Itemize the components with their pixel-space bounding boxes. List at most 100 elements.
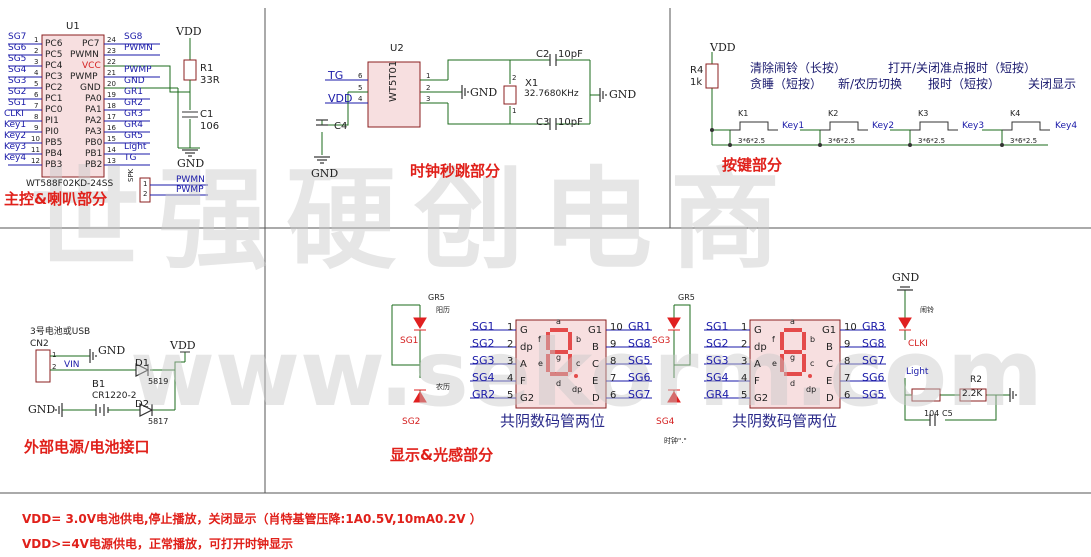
mcu-net-l6: SG2 [8,87,27,97]
power-gnd-batt: GND [28,403,56,416]
display-symbol [391,286,1017,426]
d1-ref: D1 [135,358,150,369]
mcu-num-l7: 7 [34,102,39,110]
seg-b-letter-c: c [810,359,815,368]
c2-ref: C2 [536,49,550,60]
k2-ref: K2 [828,109,839,118]
power-gnd-top: GND [98,344,126,357]
vin-net: VIN [64,360,80,370]
mcu-net-r5: GND [124,76,145,86]
disp-a-rpin-4: E [592,376,599,387]
mcu-net-l2: SG6 [8,43,27,53]
disp-b-rnum-2: 9 [844,339,851,350]
d2-ref: D2 [135,399,150,410]
mcu-num-l4: 4 [34,69,39,77]
d1-value: 5819 [148,377,169,386]
mcu-num-r3: 22 [107,58,116,66]
seg-b-letter-f: f [772,335,775,344]
rtc-pin4: 4 [358,95,363,103]
mcu-num-r6: 19 [107,91,116,99]
disp-b-rnet-4: SG6 [862,371,885,384]
c3-value: 10pF [558,117,583,128]
seg-a-letter-a: a [556,317,561,326]
disp-a-rpin-2: B [592,342,599,353]
rtc-gnd-right: GND [609,88,637,101]
mcu-net-l10: Key2 [4,131,27,141]
rtc-ref: U2 [390,43,404,54]
disp-b-num-4: 4 [741,373,748,384]
mcu-num-l12: 12 [31,157,40,165]
rtc-net-tg: TG [328,69,344,82]
mcu-net-l1: SG7 [8,32,27,42]
c2-value: 10pF [558,49,583,60]
mcu-ref: U1 [66,21,80,32]
disp-b-rpin-1: G1 [822,325,837,336]
mcu-num-l9: 9 [34,124,39,132]
mcu-num-r4: 21 [107,69,116,77]
k4-ref: K4 [1010,109,1021,118]
led-gr5-b: GR5 [678,293,695,302]
led-sg2: SG2 [402,417,421,427]
led-gr5-a: GR5 [428,293,445,302]
key-desc-announce: 报时（短按） [928,77,1001,91]
led-sg1: SG1 [400,336,419,346]
cn2-ref: CN2 [30,339,49,349]
rtc-pin1: 1 [426,72,431,80]
led-sg3: SG3 [652,336,671,346]
mcu-net-l4: SG4 [8,65,27,75]
mcu-pin-r12: PB2 [85,160,103,170]
mcu-pin-r3: VCC [82,61,101,71]
r2-value: 2.2K [962,389,983,399]
disp-a-pin-2: dp [520,342,533,353]
disp-a-pin-1: G [520,325,528,336]
speaker-net-pwmp: PWMP [176,185,204,195]
mcu-net-r6: GR1 [124,87,143,97]
mcu-net-r12: TG [124,153,137,163]
mcu-pin-l5: PC2 [45,83,63,93]
disp-b-num-5: 5 [741,390,748,401]
k3-size: 3*6*2.5 [918,137,946,145]
disp-b-rpin-3: C [826,359,833,370]
k3-ref: K3 [918,109,929,118]
disp-a-rnet-1: GR1 [628,320,652,333]
disp-b-pin-2: dp [754,342,767,353]
mcu-pin-r2: PWMN [70,50,99,60]
disp-b-rnum-5: 6 [844,390,851,401]
seg-a-letter-dp: dp [572,385,583,394]
disp-b-rnet-1: GR3 [862,320,886,333]
disp-a-rnet-4: SG6 [628,371,651,384]
r2-ref: R2 [970,375,982,385]
disp-a-num-2: 2 [507,339,514,350]
section-title-clock: 时钟秒跳部分 [410,162,501,180]
led-sg4: SG4 [656,417,675,427]
b1-value: CR1220-2 [92,391,137,401]
mcu-pin-r8: PA2 [85,116,102,126]
key-desc-display-off: 关闭显示 [1028,77,1077,91]
key-desc-lunar: 新/农历切换 [838,77,903,91]
k3-net: Key3 [962,121,985,131]
disp-b-net-1: SG1 [706,320,729,333]
rtc-gnd-left: GND [311,167,339,180]
disp-a-num-4: 4 [507,373,514,384]
seg-b-letter-a: a [790,317,795,326]
key-desc-clear-alarm: 清除闹铃（长按） [750,61,847,75]
usb-label: 3号电池或USB [30,327,91,337]
mcu-gnd-label: GND [177,157,205,170]
mcu-num-l2: 2 [34,47,39,55]
disp-a-net-4: SG4 [472,371,495,384]
disp-a-rpin-1: G1 [588,325,603,336]
mcu-pin-l11: PB4 [45,149,63,159]
mcu-net-l12: Key4 [4,153,27,163]
k2-net: Key2 [872,121,895,131]
disp-a-net-1: SG1 [472,320,495,333]
disp-b-pin-5: G2 [754,393,769,404]
mcu-num-r2: 23 [107,47,116,55]
mcu-net-l3: SG5 [8,54,27,64]
disp-a-rnum-1: 10 [610,322,623,333]
mcu-pin-r5: GND [80,83,101,93]
disp-a-rnum-5: 6 [610,390,617,401]
mcu-num-r7: 18 [107,102,116,110]
disp-a-rnet-5: SG7 [628,388,651,401]
led-alarm: 闹铃 [920,306,934,314]
